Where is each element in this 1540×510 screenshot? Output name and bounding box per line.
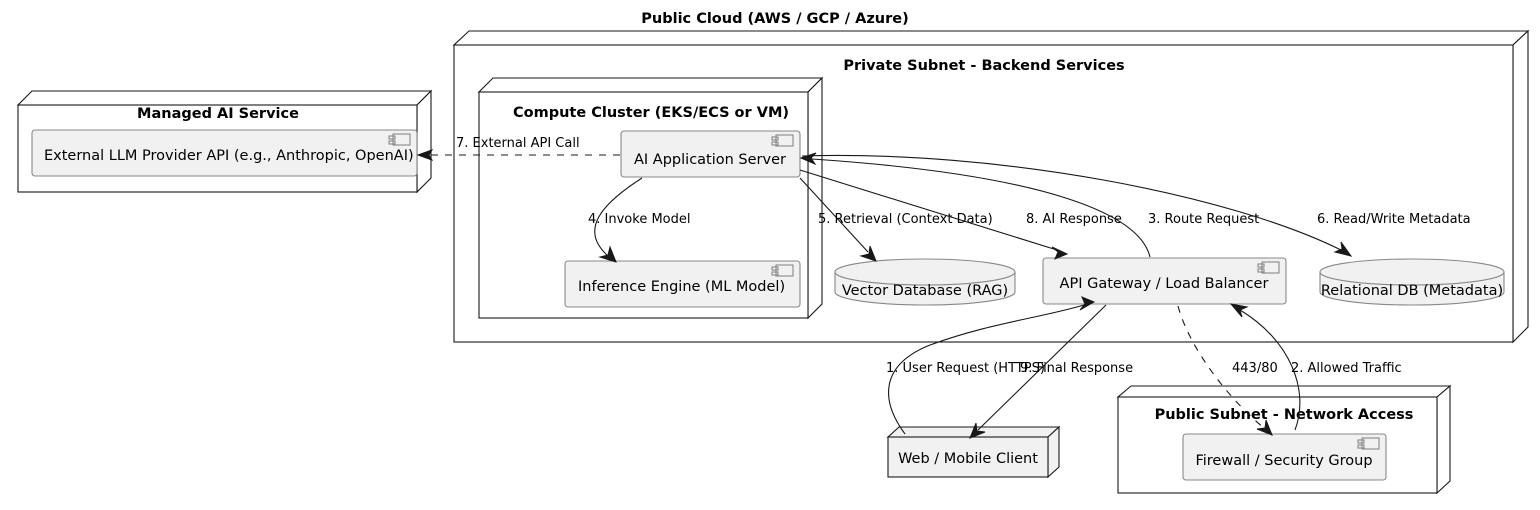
firewall-security-group-box bbox=[1182, 433, 1387, 481]
edge-4-arrowhead bbox=[598, 245, 617, 263]
api-gateway-label: API Gateway / Load Balancer bbox=[1060, 276, 1269, 292]
edge-443-80-arrowhead bbox=[1256, 419, 1273, 436]
component-icon bbox=[771, 134, 794, 147]
edge-9-label: 9. Final Response bbox=[1020, 361, 1133, 376]
edge-3-label: 3. Route Request bbox=[1148, 212, 1259, 227]
public-subnet-title: Public Subnet - Network Access bbox=[1155, 407, 1414, 423]
ai-application-server-label: AI Application Server bbox=[634, 152, 786, 168]
edge-6-line bbox=[801, 154, 1342, 251]
component-inference-engine[interactable]: Inference Engine (ML Model) bbox=[564, 260, 801, 308]
edge-1-line bbox=[888, 304, 1085, 435]
edge-2-label: 2. Allowed Traffic bbox=[1291, 361, 1402, 376]
component-icon bbox=[771, 264, 794, 277]
edge-6-label: 6. Read/Write Metadata bbox=[1317, 212, 1471, 227]
api-gateway-box bbox=[1042, 257, 1287, 305]
edge-443-80-label: 443/80 bbox=[1232, 361, 1278, 376]
edge-1-arrowhead bbox=[1079, 296, 1096, 311]
edge-6-arrowhead bbox=[1333, 241, 1353, 257]
edge-6-read-write-metadata: 6. Read/Write Metadata bbox=[801, 154, 1471, 257]
edge-8-line bbox=[799, 169, 1058, 251]
external-llm-provider-api-label: External LLM Provider API (e.g., Anthrop… bbox=[44, 148, 414, 164]
relational-db-top bbox=[1319, 258, 1505, 286]
edge-7-label: 7. External API Call bbox=[456, 136, 580, 151]
firewall-security-group-label: Firewall / Security Group bbox=[1195, 453, 1372, 469]
external-llm-provider-api-box bbox=[31, 129, 418, 177]
database-vector-database[interactable]: Vector Database (RAG) bbox=[834, 258, 1016, 306]
compute-cluster-title: Compute Cluster (EKS/ECS or VM) bbox=[513, 105, 789, 121]
public-subnet-top-face bbox=[1116, 385, 1452, 398]
private-subnet-side-face bbox=[1512, 29, 1529, 344]
edge-7-arrowhead bbox=[416, 149, 434, 161]
component-icon bbox=[388, 133, 411, 146]
managed-ai-service-side-face bbox=[416, 89, 432, 194]
edge-7-external-api-call: 7. External API Call bbox=[416, 136, 620, 161]
public-subnet-side-face bbox=[1436, 384, 1451, 495]
edge-8-label: 8. AI Response bbox=[1026, 212, 1122, 227]
edge-4-invoke-model: 4. Invoke Model bbox=[588, 177, 690, 263]
edge-9-arrowhead bbox=[969, 422, 986, 439]
node-web-mobile-client[interactable]: Web / Mobile Client bbox=[886, 425, 1061, 479]
edge-8-ai-response: 8. AI Response bbox=[799, 169, 1122, 260]
edge-443-80: 443/80 bbox=[1177, 305, 1278, 436]
edge-8-arrowhead bbox=[1051, 246, 1069, 260]
component-firewall-security-group[interactable]: Firewall / Security Group bbox=[1182, 433, 1387, 481]
component-api-gateway[interactable]: API Gateway / Load Balancer bbox=[1042, 257, 1287, 305]
edge-9-final-response: 9. Final Response bbox=[969, 304, 1133, 439]
database-relational-db[interactable]: Relational DB (Metadata) bbox=[1319, 258, 1505, 306]
edge-2-allowed-traffic: 2. Allowed Traffic bbox=[1229, 303, 1402, 431]
edge-4-line bbox=[594, 177, 643, 256]
edge-1-label: 1. User Request (HTTPS) bbox=[886, 361, 1045, 376]
edge-2-line bbox=[1239, 309, 1301, 431]
component-icon bbox=[1357, 437, 1380, 450]
vector-database-label: Vector Database (RAG) bbox=[842, 283, 1008, 299]
web-mobile-client-front-face bbox=[887, 436, 1049, 478]
private-subnet-title: Private Subnet - Backend Services bbox=[843, 58, 1124, 74]
edge-9-line bbox=[977, 304, 1107, 431]
compute-cluster-top-face bbox=[477, 77, 824, 93]
component-ai-application-server[interactable]: AI Application Server bbox=[620, 130, 801, 178]
edge-443-80-line bbox=[1177, 305, 1265, 429]
web-mobile-client-label: Web / Mobile Client bbox=[898, 451, 1038, 467]
edge-4-label: 4. Invoke Model bbox=[588, 212, 690, 227]
edge-5-label: 5. Retrieval (Context Data) bbox=[818, 212, 993, 227]
compute-cluster-side-face bbox=[807, 76, 823, 320]
edge-5-retrieval-context-data: 5. Retrieval (Context Data) bbox=[799, 177, 993, 262]
managed-ai-service-title: Managed AI Service bbox=[137, 106, 299, 122]
edge-3-line bbox=[811, 158, 1151, 258]
edge-5-arrowhead bbox=[859, 245, 877, 262]
inference-engine-label: Inference Engine (ML Model) bbox=[578, 279, 785, 295]
edge-2-arrowhead bbox=[1229, 303, 1249, 318]
edge-5-line bbox=[799, 177, 869, 253]
component-icon bbox=[1257, 261, 1280, 274]
component-external-llm-provider-api[interactable]: External LLM Provider API (e.g., Anthrop… bbox=[31, 129, 418, 177]
edge-1-user-request: 1. User Request (HTTPS) bbox=[886, 296, 1096, 435]
inference-engine-box bbox=[564, 260, 801, 308]
ai-application-server-box bbox=[620, 130, 801, 178]
public-cloud-title: Public Cloud (AWS / GCP / Azure) bbox=[641, 11, 908, 27]
managed-ai-service-top-face bbox=[16, 90, 433, 106]
private-subnet-top-face bbox=[452, 30, 1530, 46]
relational-db-label: Relational DB (Metadata) bbox=[1321, 283, 1503, 299]
vector-database-top bbox=[834, 258, 1016, 286]
